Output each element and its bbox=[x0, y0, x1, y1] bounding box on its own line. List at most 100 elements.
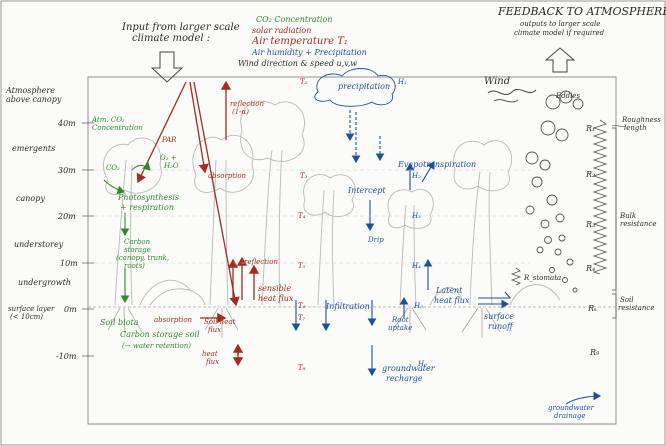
height-10m: 10m bbox=[60, 259, 78, 268]
feedback-title: FEEDBACK TO ATMOSPHERE bbox=[498, 5, 666, 18]
evapotranspiration-label: Evapotranspiration bbox=[398, 160, 477, 169]
latent-heat-line2: heat flux bbox=[434, 296, 470, 305]
bulk-resistance-line1: Bulk bbox=[620, 212, 637, 220]
roughness-pointer bbox=[611, 125, 627, 127]
input-var-humidity: Air humidity + Precipitation bbox=[252, 48, 367, 57]
soil-biota: Soil biota bbox=[100, 318, 139, 327]
height-30m: 30m bbox=[58, 166, 76, 175]
atm-co2-line1: Atm. CO₂ bbox=[92, 116, 125, 124]
layer-guides bbox=[94, 169, 530, 264]
input-var-temp: Air temperature T₁ bbox=[252, 36, 348, 47]
input-arrow bbox=[150, 51, 184, 83]
carbon-storage-line3: (canopy, trunk, bbox=[116, 254, 170, 262]
surface-runoff-line1: surface bbox=[484, 312, 515, 321]
layer-atmosphere: Atmosphere bbox=[6, 86, 55, 95]
reflection-mid: reflection bbox=[244, 258, 278, 266]
groundwater-drainage-line2: drainage bbox=[554, 412, 586, 420]
layer-emergents: emergents bbox=[12, 144, 56, 153]
temp-t5: T₅ bbox=[298, 262, 306, 270]
humidity-h1: H₁ bbox=[398, 78, 407, 86]
roughness-line1: Roughness bbox=[622, 116, 661, 124]
surface-runoff-line2: runoff bbox=[488, 322, 513, 331]
layer-surface-sub: (< 10cm) bbox=[10, 313, 44, 321]
water-arrows bbox=[291, 110, 602, 405]
temp-t7: T₇ bbox=[298, 314, 306, 322]
soil-heat-flux-line2: flux bbox=[208, 326, 222, 334]
temp-t3: T₃ bbox=[300, 172, 308, 180]
humidity-h2: H₂ bbox=[412, 172, 421, 180]
carbon-storage-line4: roots) bbox=[124, 262, 145, 270]
carbon-arrows bbox=[103, 162, 151, 304]
wind-swirl bbox=[487, 88, 537, 96]
r-stomata-label: R_stomata bbox=[524, 274, 562, 282]
resistance-r4: R₄ bbox=[586, 264, 596, 273]
carbon-storage-line2: storage bbox=[124, 246, 151, 254]
height-axis bbox=[82, 122, 94, 357]
height-minus10m: -10m bbox=[56, 352, 77, 361]
photosynthesis-line1: Photosynthesis bbox=[118, 193, 180, 202]
soil-resistance-line2: resistance bbox=[618, 304, 655, 312]
stomata-zigzag bbox=[510, 267, 522, 286]
layer-atmosphere-sub: above canopy bbox=[6, 95, 62, 104]
groundwater-recharge-line1: groundwater bbox=[382, 364, 435, 373]
bulk-bracket bbox=[612, 127, 617, 291]
water-retention: (→ water retention) bbox=[122, 342, 191, 350]
root-uptake-label: Root bbox=[392, 316, 409, 324]
resistance-zigzag bbox=[592, 119, 608, 275]
groundwater-recharge-line2: recharge bbox=[386, 374, 423, 383]
precipitation-cloud bbox=[314, 68, 396, 107]
o2-h2o-line1: O₂ + bbox=[160, 154, 177, 162]
humidity-h6: H₆ bbox=[418, 360, 427, 368]
o2-h2o-line2: H₂O bbox=[164, 162, 179, 170]
precipitation-label: precipitation bbox=[338, 82, 391, 91]
latent-heat-line1: Latent bbox=[436, 286, 463, 295]
r-ground-label: R₉ bbox=[590, 348, 600, 357]
input-var-wind: Wind direction & speed u,v,w bbox=[238, 59, 358, 68]
groundwater-drainage-line1: groundwater bbox=[548, 404, 595, 412]
soil-resistance-line1: Soil bbox=[620, 296, 634, 304]
layer-surface: surface layer bbox=[8, 305, 55, 313]
heat-flux-line2: flux bbox=[206, 358, 220, 366]
bulk-resistance-line2: resistance bbox=[620, 220, 657, 228]
humidity-h5: H₅ bbox=[414, 302, 423, 310]
eddies-label: Eddies bbox=[556, 92, 581, 100]
atm-co2-line2: Concentration bbox=[92, 124, 143, 132]
input-var-solar: solar radiation bbox=[252, 26, 312, 35]
carbon-storage-line1: Carbon bbox=[124, 238, 151, 246]
soil-heat-flux-line1: Soil heat bbox=[204, 318, 236, 326]
feedback-sub-line1: outputs to larger scale bbox=[520, 20, 601, 28]
soil-bracket bbox=[612, 293, 617, 319]
wind-label: Wind bbox=[484, 76, 511, 87]
temp-t6: T₆ bbox=[298, 302, 306, 310]
reflection-top-line1: reflection bbox=[230, 100, 264, 108]
resistance-r1: R₁ bbox=[586, 124, 596, 133]
input-var-co2: CO₂ Concentration bbox=[256, 15, 333, 24]
layer-understorey: understorey bbox=[14, 240, 64, 249]
drip-label: Drip bbox=[368, 236, 384, 244]
temp-t4: T₄ bbox=[298, 212, 306, 220]
sensible-heat-line2: heat flux bbox=[258, 294, 294, 303]
layer-canopy: canopy bbox=[16, 194, 45, 203]
tree-outlines bbox=[102, 100, 561, 306]
absorption-canopy: absorption bbox=[208, 172, 247, 180]
par-label: PAR bbox=[162, 136, 177, 144]
reflection-top-line2: (1-α) bbox=[232, 108, 250, 116]
feedback-arrow bbox=[544, 47, 576, 73]
temp-t2: T₂ bbox=[300, 78, 308, 86]
height-40m: 40m bbox=[58, 119, 76, 128]
roughness-line2: length bbox=[624, 124, 647, 132]
photosynthesis-line2: + respiration bbox=[120, 203, 174, 212]
humidity-h3: H₃ bbox=[412, 212, 421, 220]
carbon-storage-soil: Carbon storage soil bbox=[120, 330, 200, 339]
temp-t8: T₈ bbox=[298, 364, 306, 372]
feedback-sub-line2: climate model if required bbox=[514, 29, 605, 37]
heat-flux-line1: heat bbox=[202, 350, 218, 358]
input-title-line2: climate model : bbox=[132, 33, 211, 44]
resistance-r3: R₃ bbox=[586, 220, 596, 229]
intercept-label: Intercept bbox=[348, 186, 386, 195]
r-soil-label: Rₛ bbox=[588, 304, 597, 313]
co2-label: CO₂ bbox=[106, 164, 120, 172]
absorption-soil: absorption bbox=[154, 316, 193, 324]
